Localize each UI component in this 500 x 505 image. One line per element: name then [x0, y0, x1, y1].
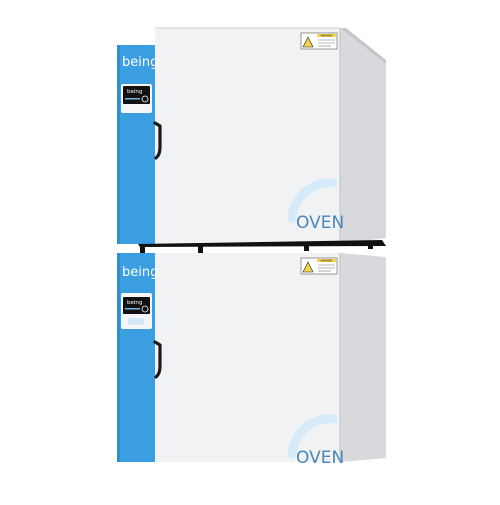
- oven-unit-bottom: WARNING OVEN being being: [117, 253, 386, 468]
- control-display: being: [121, 84, 152, 113]
- warning-sticker: WARNING: [300, 257, 338, 275]
- oven-logo: OVEN: [287, 178, 344, 233]
- door-handle[interactable]: [153, 121, 162, 160]
- cabinet-side: [340, 253, 386, 462]
- door-handle[interactable]: [153, 340, 162, 379]
- warning-sticker-label: WARNING: [321, 260, 333, 263]
- stacking-stand: [138, 240, 386, 253]
- control-display: being: [121, 293, 152, 329]
- cabinet-front: [155, 253, 340, 462]
- warning-sticker-label: WARNING: [321, 35, 333, 38]
- brand-label: being: [122, 55, 158, 70]
- oven-unit-top: WARNING OVEN being being: [117, 27, 386, 244]
- display-brand: being: [127, 89, 142, 95]
- warning-sticker: WARNING: [300, 32, 338, 50]
- display-brand: being: [127, 300, 142, 306]
- door-panel: being being: [117, 45, 158, 244]
- door-panel: being being: [117, 253, 158, 462]
- oven-logo-label: OVEN: [296, 448, 344, 468]
- oven-logo: OVEN: [287, 414, 344, 468]
- brand-label: being: [122, 265, 158, 280]
- oven-logo-label: OVEN: [296, 213, 344, 233]
- cabinet-front: [155, 28, 340, 244]
- cabinet-side: [340, 28, 386, 244]
